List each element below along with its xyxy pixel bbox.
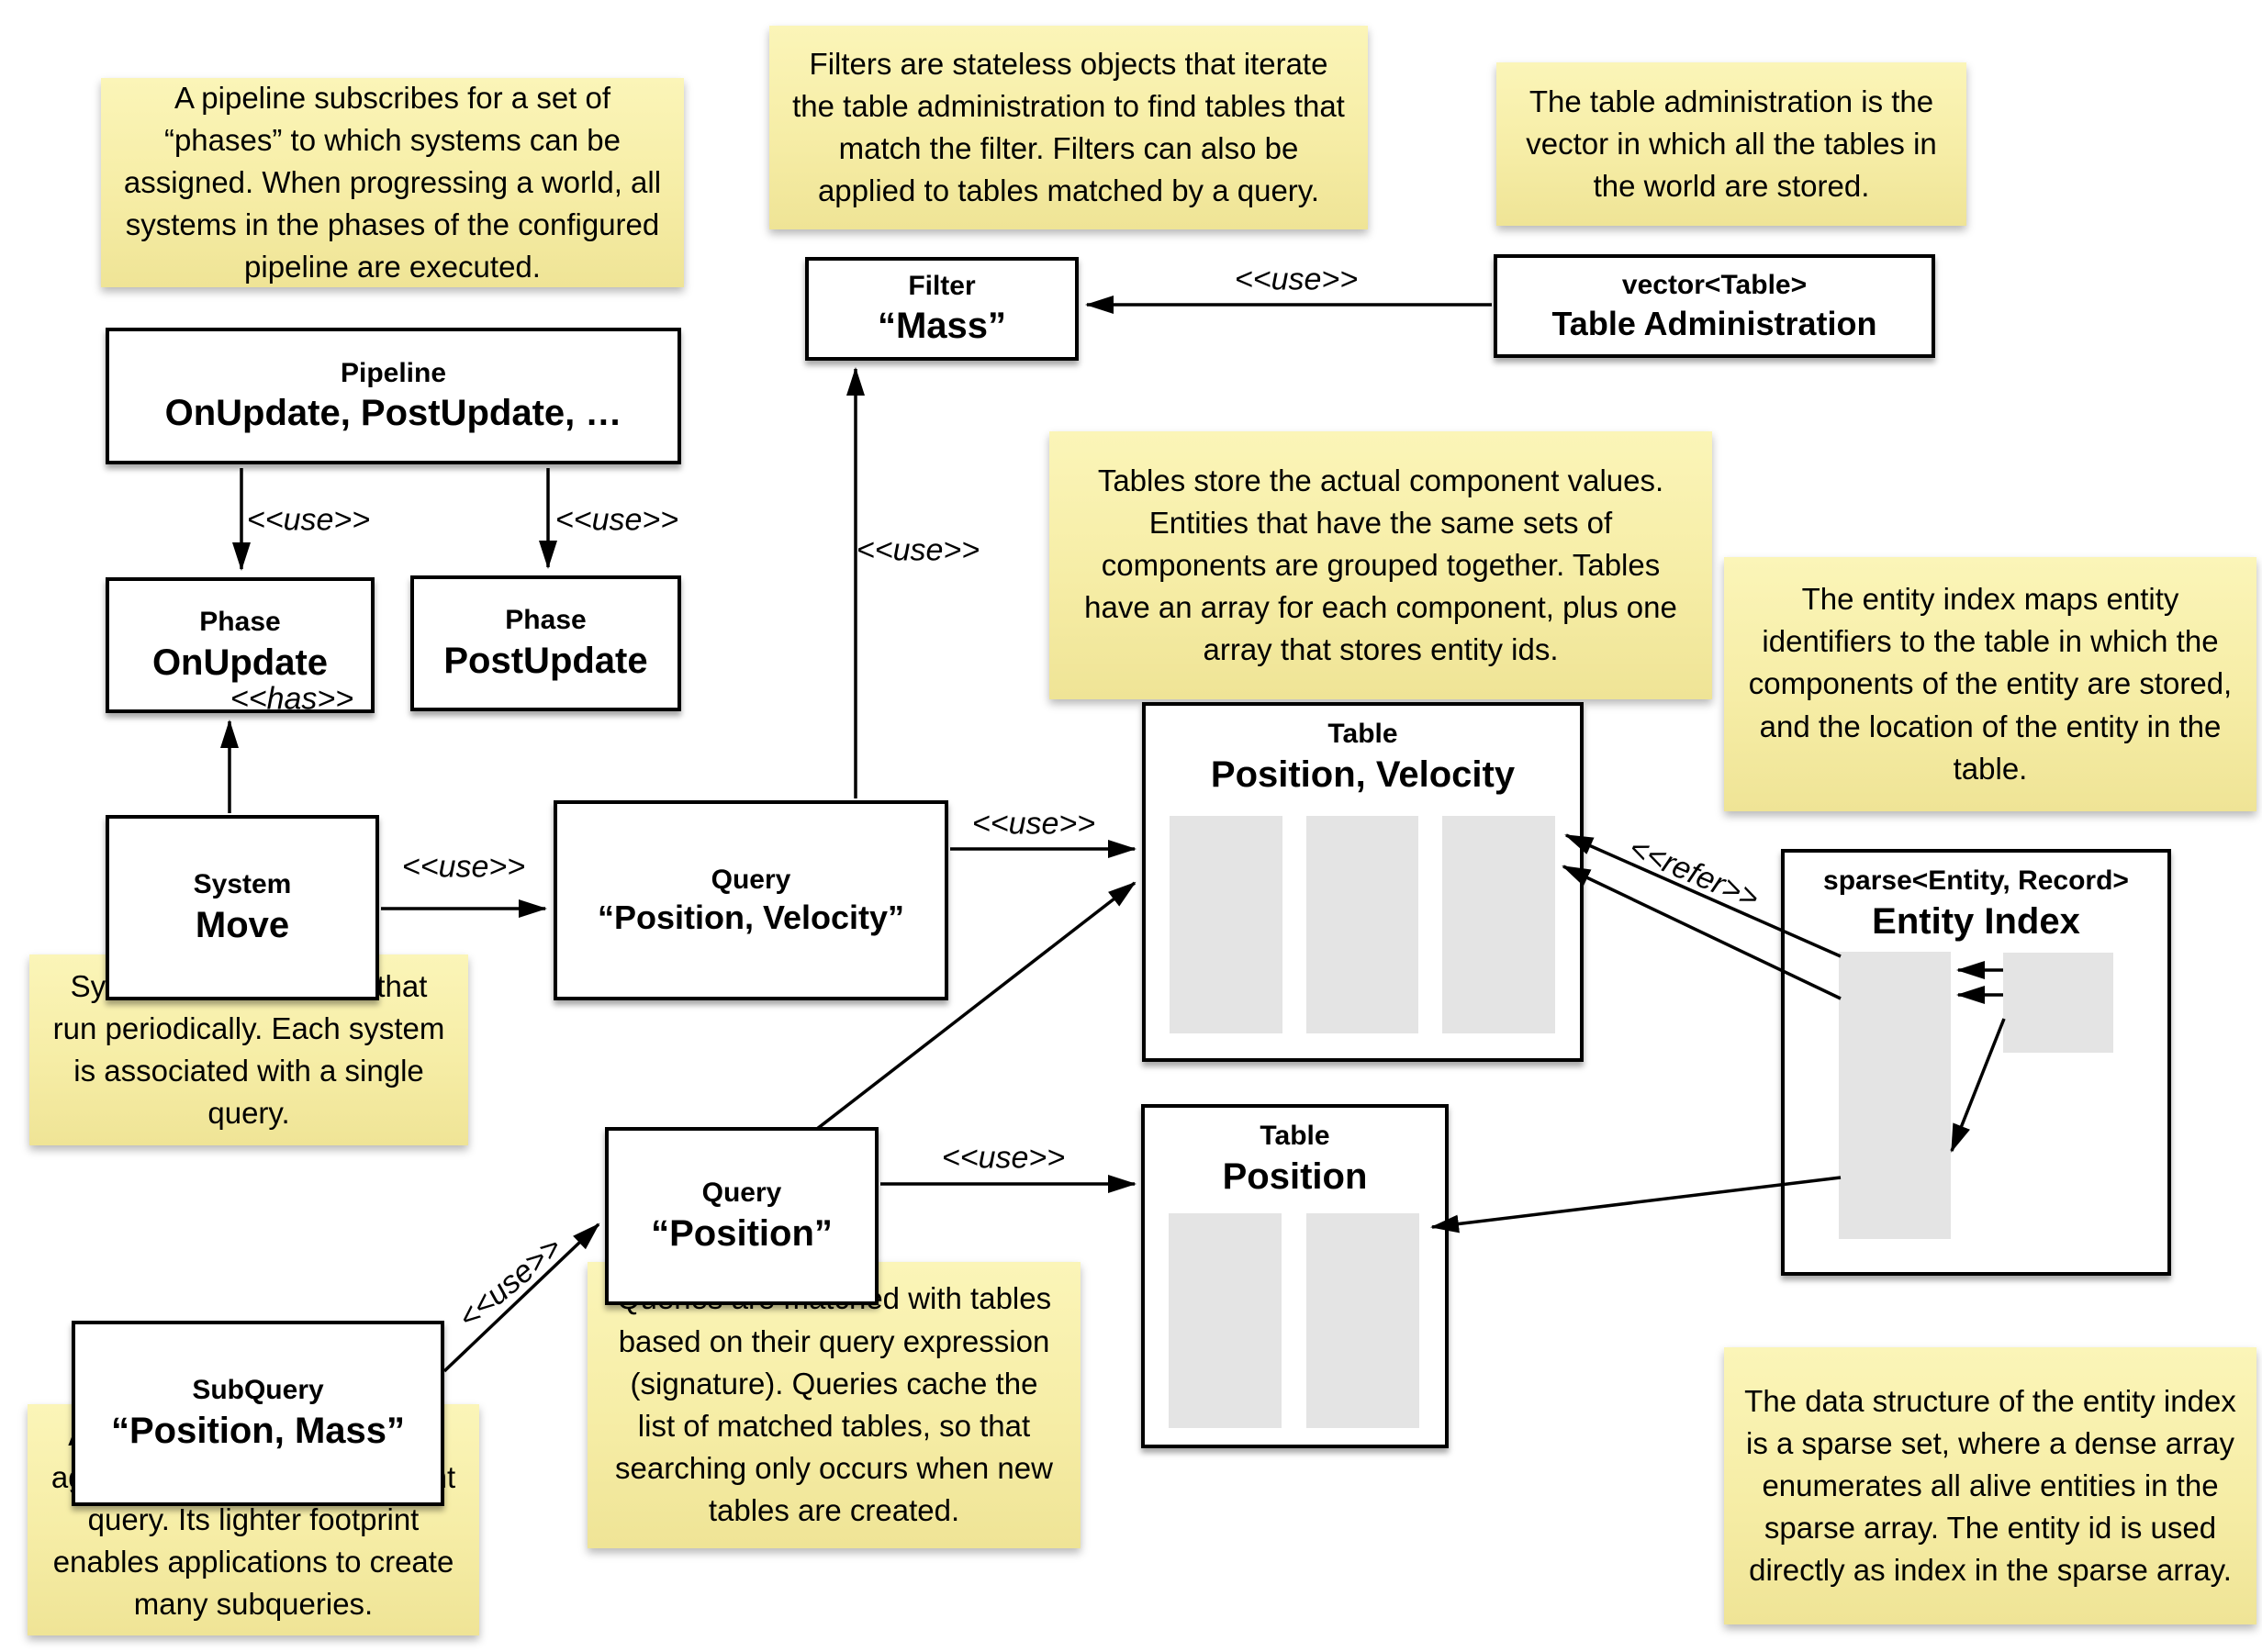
uml-box-phase-onupdate: Phase OnUpdate xyxy=(106,577,375,713)
uml-box-query-position-velocity: Query “Position, Velocity” xyxy=(554,800,948,1000)
edge-label-use: <<use>> xyxy=(401,849,526,885)
note-sparse-set: The data structure of the entity index i… xyxy=(1724,1347,2256,1624)
box-stereotype: sparse<Entity, Record> xyxy=(1823,865,2129,896)
edge-label-use: <<use>> xyxy=(971,806,1096,842)
uml-box-pipeline: Pipeline OnUpdate, PostUpdate, … xyxy=(106,328,681,464)
box-name: OnUpdate, PostUpdate, … xyxy=(164,393,622,434)
uml-box-subquery-position-mass: SubQuery “Position, Mass” xyxy=(72,1321,444,1506)
edge-label-use: <<use>> xyxy=(856,532,980,568)
uml-box-filter-mass: Filter “Mass” xyxy=(805,257,1079,361)
sparse-array xyxy=(1839,952,1951,1239)
dense-array xyxy=(2003,953,2113,1053)
box-stereotype: Pipeline xyxy=(340,357,447,388)
box-name: Table Administration xyxy=(1551,304,1877,342)
note-entity-index: The entity index maps entity identifiers… xyxy=(1724,557,2256,811)
box-stereotype: Query xyxy=(711,864,791,895)
edge-label-use: <<use>> xyxy=(941,1140,1066,1176)
edge-label-use: <<use>> xyxy=(554,502,679,538)
note-tables: Tables store the actual component values… xyxy=(1049,431,1712,699)
component-array-column xyxy=(1306,816,1418,1033)
edge-label-has: <<has>> xyxy=(230,681,354,717)
box-stereotype: vector<Table> xyxy=(1621,270,1808,301)
box-stereotype: Phase xyxy=(505,605,587,636)
box-stereotype: SubQuery xyxy=(192,1375,324,1406)
uml-box-entity-index: sparse<Entity, Record> Entity Index xyxy=(1781,849,2171,1276)
uml-box-table-position: Table Position xyxy=(1141,1104,1449,1448)
box-name: “Position, Mass” xyxy=(110,1410,406,1451)
box-name: “Position” xyxy=(651,1212,833,1254)
edge-label-refer: <<refer>> xyxy=(1624,830,1764,917)
uml-box-phase-postupdate: Phase PostUpdate xyxy=(410,575,681,711)
box-name: Entity Index xyxy=(1872,900,2080,942)
edge-label-use: <<use>> xyxy=(452,1229,569,1336)
note-queries: Queries are matched with tables based on… xyxy=(588,1262,1081,1548)
box-stereotype: Phase xyxy=(199,607,281,638)
uml-box-table-administration: vector<Table> Table Administration xyxy=(1494,254,1935,358)
uml-box-system-move: System Move xyxy=(106,815,379,1000)
note-filters: Filters are stateless objects that itera… xyxy=(769,26,1368,229)
box-name: Position xyxy=(1222,1155,1368,1197)
box-name: Position, Velocity xyxy=(1210,753,1516,795)
box-stereotype: Filter xyxy=(908,270,976,301)
component-array-column xyxy=(1169,1213,1282,1428)
note-pipeline: A pipeline subscribes for a set of “phas… xyxy=(101,78,684,287)
box-stereotype: Table xyxy=(1260,1121,1330,1151)
box-name: “Position, Velocity” xyxy=(597,899,905,937)
component-array-column xyxy=(1170,816,1282,1033)
uml-box-query-position: Query “Position” xyxy=(605,1127,879,1305)
edge-label-use: <<use>> xyxy=(246,502,371,538)
box-stereotype: Table xyxy=(1327,719,1398,749)
entity-id-array-column xyxy=(1306,1213,1419,1428)
box-stereotype: Query xyxy=(701,1178,782,1209)
box-name: PostUpdate xyxy=(443,640,648,681)
box-stereotype: System xyxy=(193,869,292,900)
box-name: Move xyxy=(195,904,290,945)
uml-box-table-position-velocity: Table Position, Velocity xyxy=(1142,702,1584,1062)
entity-id-array-column xyxy=(1442,816,1555,1033)
arrow-entityindex-to-tablep xyxy=(1430,1176,1842,1233)
box-name: “Mass” xyxy=(877,306,1007,347)
box-name: OnUpdate xyxy=(151,642,329,683)
note-table-administration: The table administration is the vector i… xyxy=(1496,62,1966,226)
edge-label-use: <<use>> xyxy=(1234,262,1359,297)
